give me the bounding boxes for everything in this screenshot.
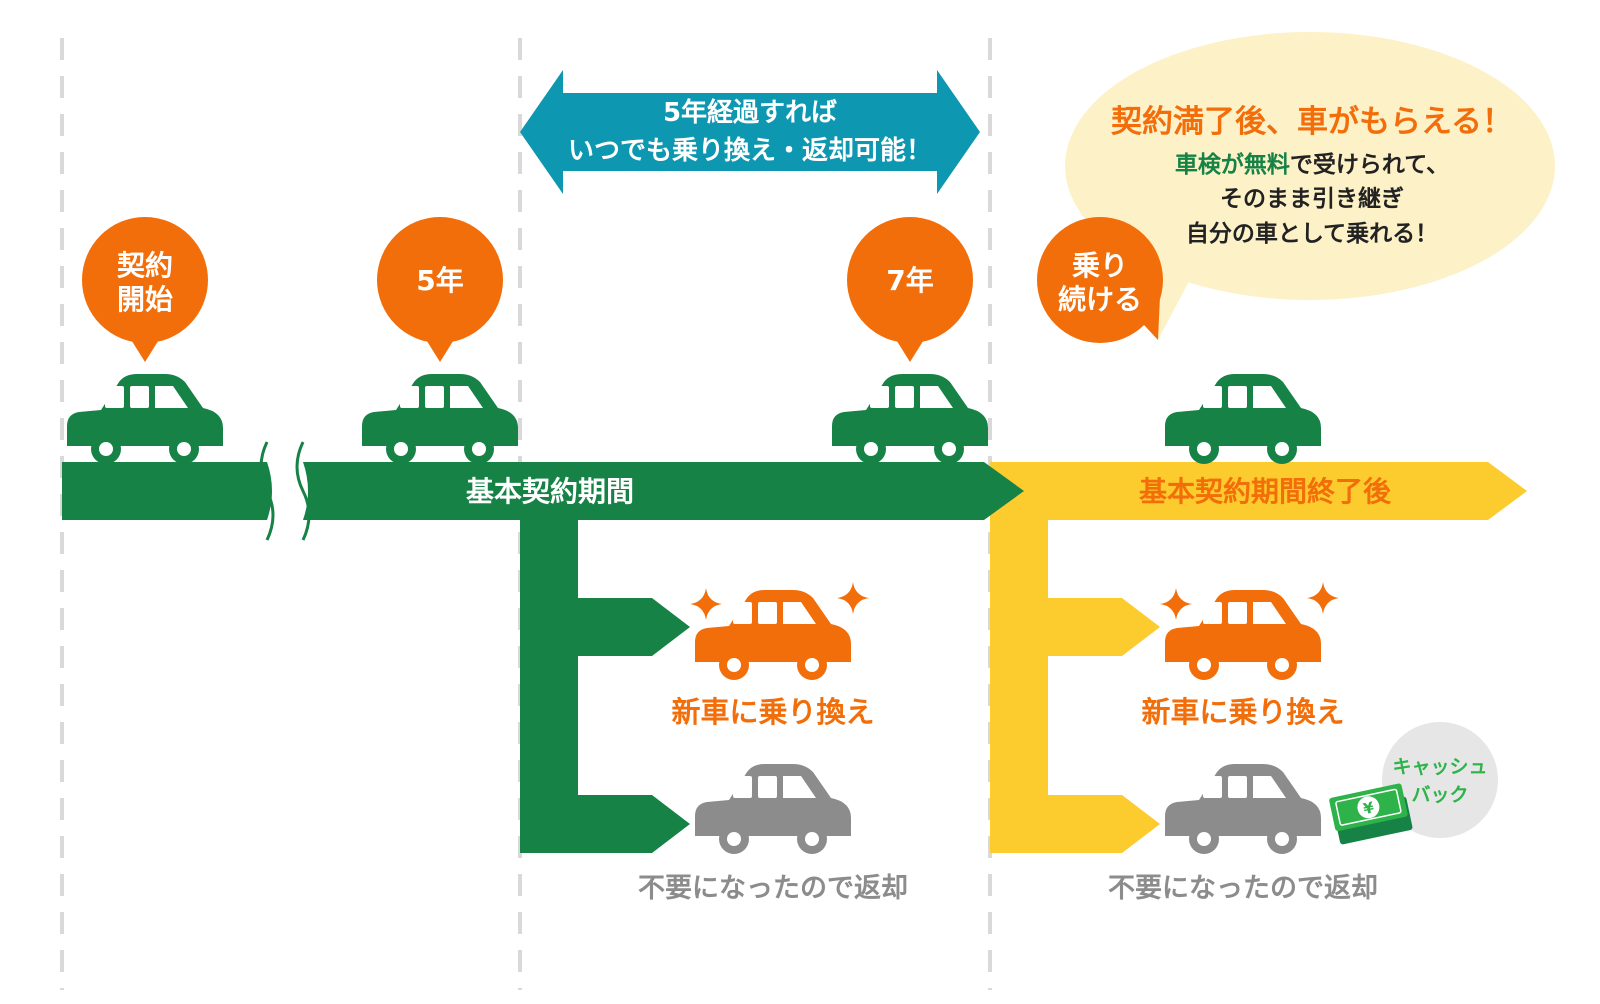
- returned-car-icon: [695, 764, 851, 854]
- text-line: 続ける: [1058, 283, 1142, 316]
- main-term-arrow: [303, 462, 1024, 520]
- switch-label-after: 新車に乗り換え: [1141, 695, 1344, 729]
- cashback-text: キャッシュバック: [1392, 756, 1487, 806]
- milestone-circle: [1037, 217, 1163, 343]
- cashback-badge: キャッシュバック: [1382, 722, 1498, 838]
- green-car-icon: [67, 374, 223, 464]
- milestone-pointer: [425, 338, 455, 362]
- green-car-icon: [832, 374, 988, 464]
- milestone-continue-text: 乗り続ける: [1058, 249, 1142, 316]
- milestone-start-text: 契約開始: [117, 249, 173, 316]
- main-term-bar-left-segment: [62, 462, 272, 520]
- benefit-speech-bubble: 契約満了後、車がもらえる！ 車検が無料で受けられて、 そのまま引き継ぎ 自分の車…: [1065, 32, 1555, 340]
- inspection-free-highlight: 車検が無料: [1175, 151, 1290, 178]
- text-line: 乗り: [1072, 249, 1128, 282]
- milestone-continue: 乗り続ける: [1037, 217, 1163, 343]
- post-term-label: 基本契約期間終了後: [1139, 475, 1392, 508]
- return-label-main: 不要になったので返却: [638, 873, 908, 904]
- sparkle-icon: [837, 582, 869, 614]
- switch-option-main: 新車に乗り換え: [671, 582, 875, 729]
- return-label-after: 不要になったので返却: [1108, 873, 1378, 904]
- sparkle-icon: [690, 588, 722, 620]
- milestone-circle: [82, 217, 208, 343]
- break-line: [259, 441, 275, 541]
- milestone-pointer: [895, 338, 925, 362]
- sparkle-icon: [1160, 588, 1192, 620]
- speech-title: 契約満了後、車がもらえる！: [1111, 104, 1513, 140]
- post-term-branch-switch: [1048, 598, 1160, 656]
- yen-symbol: ¥: [1362, 798, 1377, 818]
- main-term-branch-switch: [578, 598, 690, 656]
- return-option-main: 不要になったので返却: [638, 764, 908, 904]
- arrow-note-text: 5年経過すればいつでも乗り換え・返却可能！: [568, 97, 932, 166]
- post-term-arrow: [990, 462, 1527, 520]
- speech-line-1-rest: で受けられて、: [1290, 151, 1449, 178]
- timeline-break-marks: [259, 441, 311, 541]
- milestone-pointer: [130, 338, 160, 362]
- switch-option-after: 新車に乗り換え: [1141, 582, 1345, 729]
- sparkle-icon: [1307, 582, 1339, 614]
- post-term-branch-return: [1048, 795, 1160, 853]
- cashback-circle: [1382, 722, 1498, 838]
- double-arrow-shape: [520, 70, 980, 194]
- flexible-period-arrow: 5年経過すればいつでも乗り換え・返却可能！: [520, 70, 980, 194]
- text-line: 開始: [117, 283, 173, 316]
- return-option-after: 不要になったので返却: [1108, 764, 1378, 904]
- text-line: 契約: [117, 249, 173, 282]
- milestone-year5-text: 5年: [416, 264, 463, 297]
- returned-car-icon: [1165, 764, 1321, 854]
- main-term-label: 基本契約期間: [466, 475, 634, 508]
- milestone-year5: 5年: [377, 217, 503, 362]
- post-term-branch-trunk: [990, 520, 1048, 853]
- main-term-branch-return: [578, 795, 690, 853]
- speech-line-1: 車検が無料で受けられて、: [1175, 151, 1449, 178]
- money-bills-icon: ¥: [1329, 783, 1413, 845]
- speech-line-3: 自分の車として乗れる！: [1186, 220, 1438, 247]
- main-term-branch-trunk: [520, 520, 578, 853]
- milestone-circle: [377, 217, 503, 343]
- text-line: キャッシュ: [1392, 756, 1487, 778]
- break-line: [295, 441, 311, 541]
- post-term-bar: [990, 462, 1527, 853]
- speech-line-2: そのまま引き継ぎ: [1220, 185, 1404, 212]
- green-car-icon: [362, 374, 518, 464]
- milestone-start: 契約開始: [82, 217, 208, 362]
- switch-label-main: 新車に乗り換え: [671, 695, 874, 729]
- text-line: バック: [1411, 784, 1468, 806]
- text-line: いつでも乗り換え・返却可能！: [568, 135, 932, 166]
- milestone-circle: [847, 217, 973, 343]
- milestone-year7: 7年: [847, 217, 973, 362]
- green-car-icon: [1165, 374, 1321, 464]
- bubble-body: [1065, 32, 1555, 300]
- main-term-bar: [62, 462, 1024, 853]
- text-line: 5年経過すれば: [663, 97, 837, 128]
- milestone-year7-text: 7年: [886, 264, 933, 297]
